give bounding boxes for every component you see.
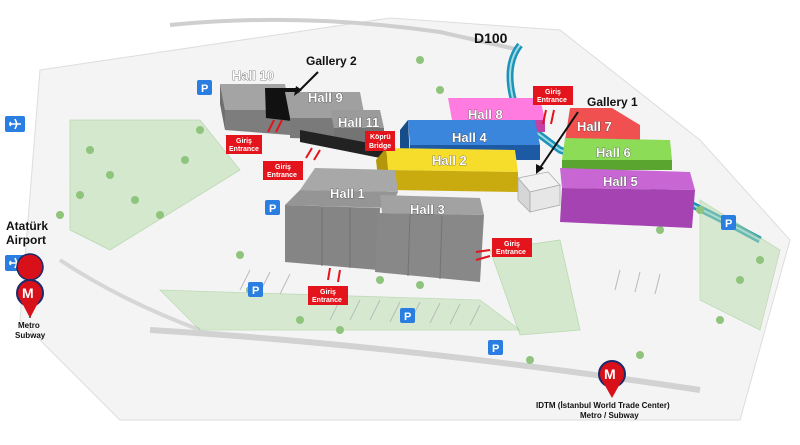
metro-right-line1: IDTM (İstanbul World Trade Center) [536, 401, 670, 410]
metro-right-line2: Metro / Subway [580, 411, 639, 420]
gallery-1-label: Gallery 1 [587, 95, 638, 109]
entrance-label-4: Giriş Entrance [492, 238, 532, 257]
airport-label-line2: Airport [6, 233, 46, 247]
bridge [300, 130, 390, 160]
hall-11-label: Hall 11 [338, 115, 379, 130]
hall-9-label: Hall 9 [308, 90, 343, 105]
hall-6-building [562, 138, 672, 170]
entrance-1-en: Entrance [229, 146, 259, 153]
hall-7-label: Hall 7 [577, 119, 612, 134]
green-areas [69, 119, 781, 336]
gallery-2-pointer [297, 71, 319, 93]
metro-sign-right: M [598, 360, 626, 398]
parking-5-symbol: P [492, 343, 499, 355]
metro-left-symbol: M [22, 285, 34, 301]
hall-3-label: Hall 3 [410, 202, 445, 217]
gallery-2-arrowhead [294, 86, 302, 96]
entrance-label-5: Giriş Entrance [308, 286, 348, 305]
metro-sign-left: M [16, 253, 44, 318]
hall-2-label: Hall 2 [432, 153, 467, 168]
hall-3-building [375, 195, 484, 282]
outer-road-north [169, 17, 521, 52]
entrance-2-en: Entrance [267, 172, 297, 179]
entrance-label-3: Giriş Entrance [533, 86, 573, 105]
parking-sign-3: P [248, 282, 263, 297]
entrance-4-tr: Giriş [504, 241, 520, 248]
parking-2-symbol: P [269, 203, 276, 215]
entrance-label-1: Giriş Entrance [226, 135, 262, 154]
green-strip-center [489, 239, 581, 336]
parking-sign-5: P [488, 340, 503, 355]
hall-8-label: Hall 8 [468, 107, 503, 122]
entrance-1-tr: Giriş [236, 138, 252, 145]
entrance-5-en: Entrance [312, 297, 342, 304]
gallery-2-label: Gallery 2 [306, 54, 357, 68]
entrance-3-en: Entrance [537, 97, 567, 104]
parking-6-symbol: P [725, 218, 732, 230]
green-strip-west [69, 119, 241, 251]
metro-left-line1: Metro [18, 321, 40, 330]
hall-4-label: Hall 4 [452, 130, 487, 145]
gallery-1-pointer [539, 111, 579, 169]
gallery-1-arrowhead [536, 164, 544, 174]
entrance-label-2: Giriş Entrance [263, 161, 303, 180]
hall-1-label: Hall 1 [330, 186, 365, 201]
parking-sign-2: P [265, 200, 280, 215]
entrance-5-tr: Giriş [320, 289, 336, 296]
bridge-label: Köprü Bridge [365, 131, 395, 151]
gallery-1-structure [517, 171, 561, 213]
hall-6-label: Hall 6 [596, 145, 631, 160]
parking-lot-lines [239, 269, 661, 326]
airport-label-line1: Atatürk [6, 219, 48, 233]
d100-road-label: D100 [474, 30, 508, 46]
parking-3-symbol: P [252, 285, 259, 297]
airplane-icon [9, 118, 21, 130]
bridge-label-en: Bridge [369, 143, 391, 150]
hall-10-label: Hall 10 [232, 68, 274, 83]
hall-5-label: Hall 5 [603, 174, 638, 189]
metro-left-line2: Subway [15, 331, 46, 340]
parking-4-symbol: P [404, 311, 411, 323]
metro-right-symbol: M [604, 366, 616, 382]
hall-5-building [560, 168, 695, 228]
airport-sign-top [5, 116, 25, 132]
trees [56, 56, 764, 364]
parking-sign-4: P [400, 308, 415, 323]
parking-sign-1: P [197, 80, 212, 95]
green-strip-east [699, 199, 781, 331]
outer-road-west [58, 258, 201, 332]
entrance-arrows [267, 109, 555, 283]
entrance-2-tr: Giriş [275, 164, 291, 171]
parking-1-symbol: P [201, 83, 208, 95]
entrance-3-tr: Giriş [545, 89, 561, 96]
entrance-4-en: Entrance [496, 249, 526, 256]
hall-1-building [285, 168, 398, 270]
parking-sign-6: P [721, 215, 736, 230]
bridge-label-tr: Köprü [370, 134, 391, 141]
